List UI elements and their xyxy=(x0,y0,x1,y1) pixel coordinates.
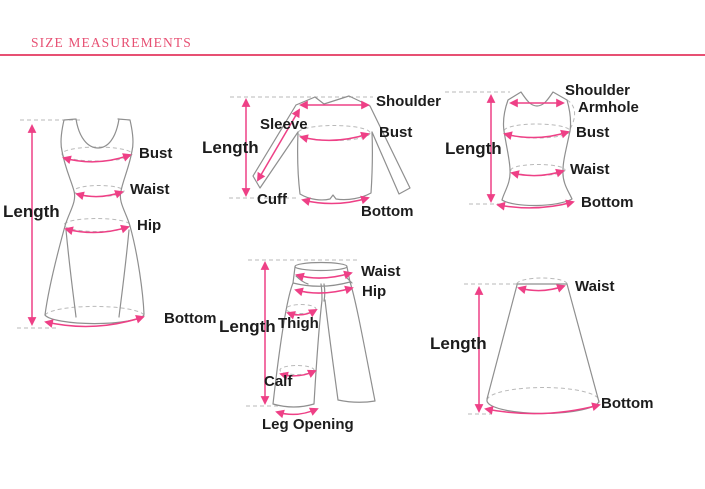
skirt-waist-arrow xyxy=(517,284,566,294)
dress-length-label: Length xyxy=(3,202,60,221)
pants-leg-opening-arrow xyxy=(275,407,319,419)
title-divider xyxy=(0,54,705,56)
vest-armhole-line xyxy=(566,99,575,130)
top-bust-arrow xyxy=(299,131,370,143)
dress-outline xyxy=(44,118,145,318)
vest-bust-arrow xyxy=(503,129,570,140)
top-bust-label: Bust xyxy=(379,124,413,141)
skirt-bottom-arrow xyxy=(484,402,601,415)
page-title: SIZE MEASUREMENTS xyxy=(31,35,192,50)
pants-length-label: Length xyxy=(219,317,276,336)
top-cuff-label: Cuff xyxy=(257,191,287,208)
dress-bust-line xyxy=(61,146,133,162)
pants-illustration xyxy=(246,259,376,419)
vest-waist-arrow xyxy=(510,168,565,179)
vest-bottom-label: Bottom xyxy=(581,194,634,211)
pants-waist-label: Waist xyxy=(361,263,401,280)
skirt-illustration xyxy=(464,277,601,415)
pants-leg-opening-label: Leg Opening xyxy=(262,416,354,433)
dress-hem-front xyxy=(44,314,145,325)
skirt-bottom-label: Bottom xyxy=(601,395,654,412)
top-bottom-label: Bottom xyxy=(361,203,414,220)
dress-hip-label: Hip xyxy=(137,217,162,234)
dress-illustration xyxy=(17,118,145,329)
top-sleeve-arrow xyxy=(257,108,300,182)
vest-outline xyxy=(501,91,573,207)
vest-waist-label: Waist xyxy=(570,161,610,178)
dress-waist-label: Waist xyxy=(130,181,170,198)
dress-waist-arrow xyxy=(75,190,124,201)
dress-bust-label: Bust xyxy=(139,145,173,162)
skirt-outline xyxy=(486,283,600,415)
long-sleeve-top-illustration xyxy=(229,95,411,206)
pants-waist-top xyxy=(294,261,348,272)
vest-armhole-label: Armhole xyxy=(578,99,639,116)
pants-hip-label: Hip xyxy=(362,283,387,300)
vest-length-label: Length xyxy=(445,139,502,158)
pants-calf-label: Calf xyxy=(264,373,293,390)
vest-bottom-arrow xyxy=(496,199,575,211)
pants-waist-arrow xyxy=(295,270,353,282)
top-length-label: Length xyxy=(202,138,259,157)
dress-hem-back xyxy=(44,305,145,316)
pants-hip-arrow xyxy=(294,285,354,297)
top-bottom-arrow xyxy=(301,195,370,206)
pants-thigh-arrow xyxy=(286,309,318,320)
top-sleeve-label: Sleeve xyxy=(260,116,308,133)
top-shoulder-label: Shoulder xyxy=(376,93,442,110)
vest-shoulder-label: Shoulder xyxy=(565,82,631,99)
skirt-waist-back xyxy=(516,277,568,285)
dress-bust-arrow xyxy=(62,153,132,165)
skirt-waist-label: Waist xyxy=(575,278,615,295)
pants-thigh-label: Thigh xyxy=(278,315,319,332)
pants-calf-arrow xyxy=(279,369,317,381)
skirt-hem-back xyxy=(486,386,600,402)
skirt-length-label: Length xyxy=(430,334,487,353)
vest-illustration xyxy=(445,91,575,211)
vest-bust-label: Bust xyxy=(576,124,610,141)
dress-bottom-label: Bottom xyxy=(164,310,217,327)
dress-bottom-arrow xyxy=(44,314,145,328)
dress-hip-arrow xyxy=(64,224,130,235)
